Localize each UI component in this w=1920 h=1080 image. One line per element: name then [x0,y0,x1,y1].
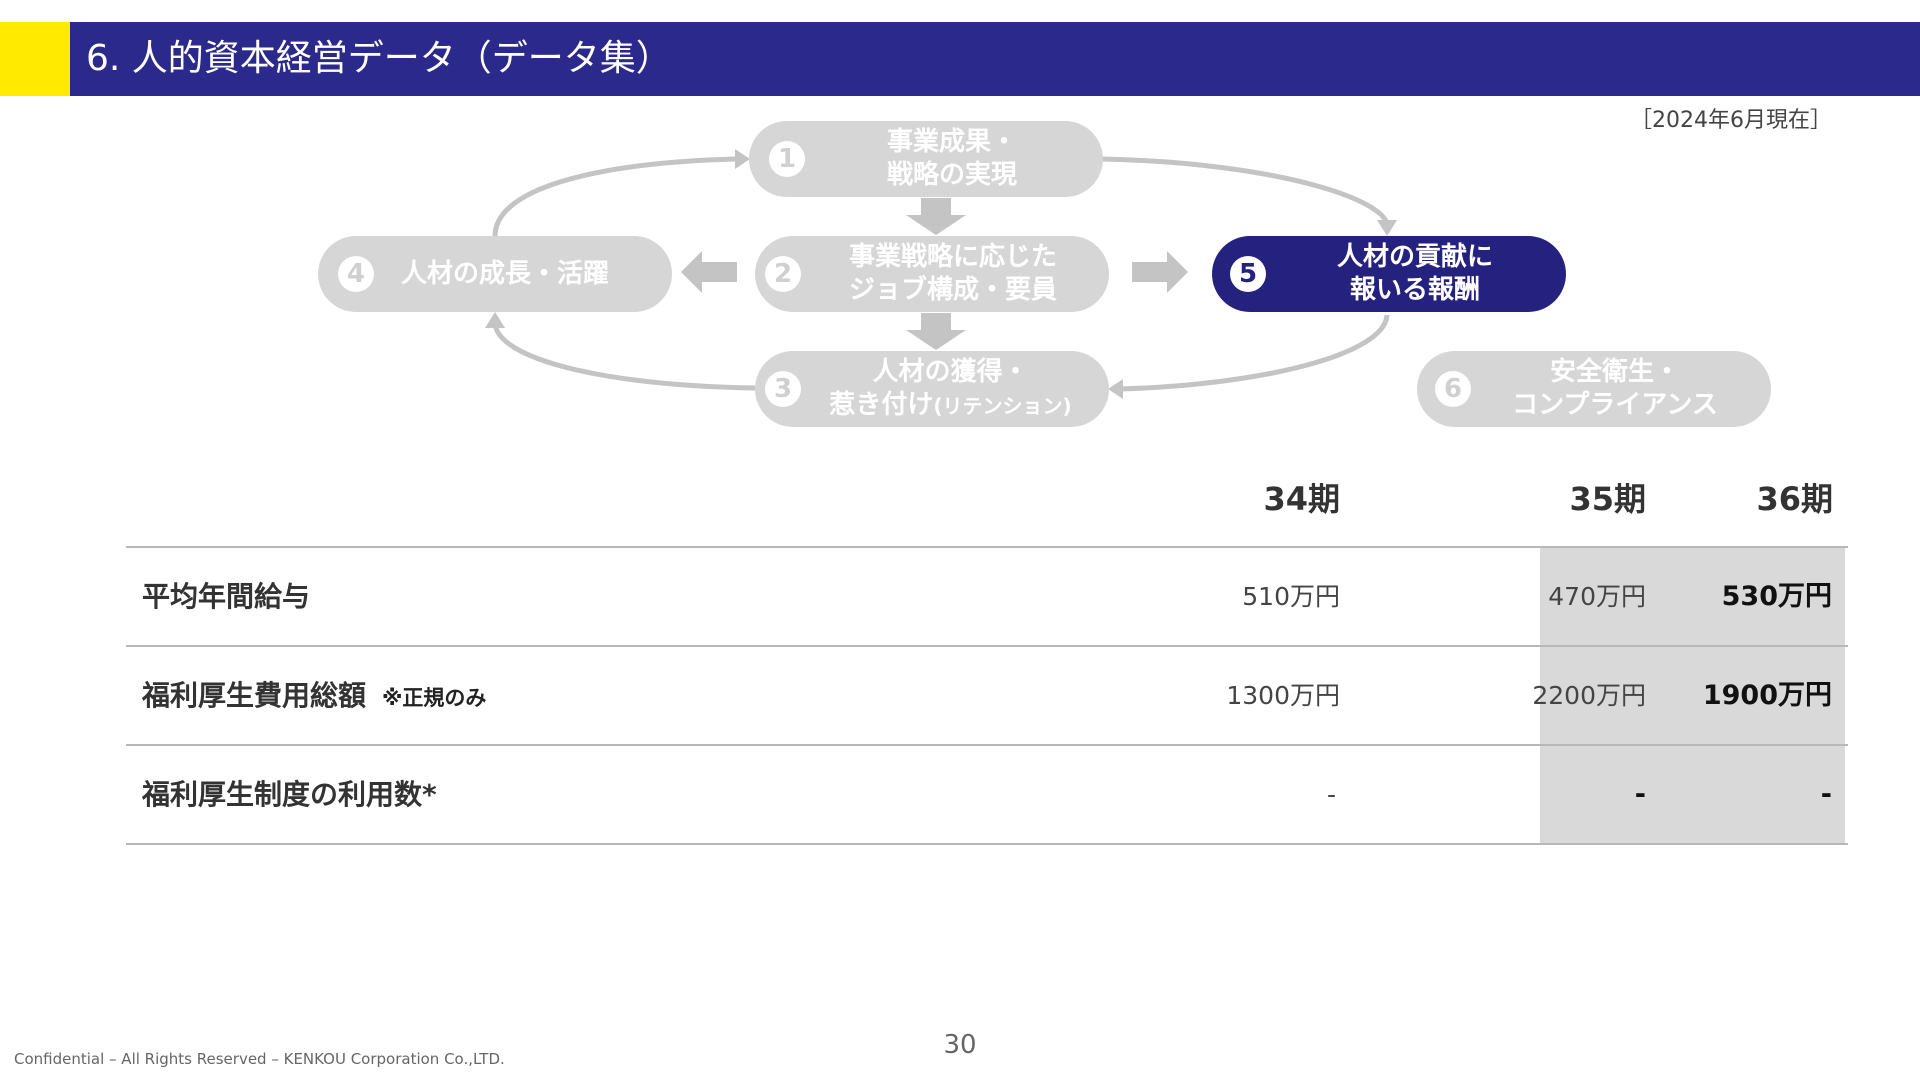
column-header-34: 34期 [1263,480,1340,518]
table-row: 福利厚生費用総額※正規のみ 1300万円 2200万円 1900万円 [126,647,1848,745]
header-bar [70,22,1920,96]
node-label: 事業戦略に応じた ジョブ構成・要員 [848,242,1057,305]
arrow-4-to-1 [492,156,736,237]
highlight-column-36 [1540,547,1845,843]
cell-value: - [1634,779,1646,810]
arrowhead-into-3 [1108,379,1123,399]
table-divider [126,744,1848,746]
cell-value: 470万円 [1548,582,1646,611]
node-label: 人材の獲得・ 惹き付け(リテンション) [829,356,1072,420]
cell-value: 2200万円 [1532,681,1646,710]
node-number-icon: 5 [1230,256,1266,292]
page-number: 30 [943,1030,977,1060]
node-label: 事業成果・ 戦略の実現 [886,127,1017,190]
copyright-notice: Confidential – All Rights Reserved – KEN… [14,1050,505,1068]
node-safety-compliance: 6 安全衛生・ コンプライアンス [1417,351,1771,427]
arrowhead-into-5 [1377,220,1397,236]
table-divider [126,645,1848,647]
column-header-36: 36期 [1756,480,1833,518]
as-of-date: ［2024年6月現在］ [1630,108,1832,133]
header-accent [0,22,70,96]
node-talent-growth: 4 人材の成長・活躍 [318,236,672,312]
table-divider [126,546,1848,548]
data-table-header: 34期 35期 36期 [126,460,1848,548]
node-talent-acquisition: 3 人材の獲得・ 惹き付け(リテンション) [755,351,1109,427]
arrow-5-to-3 [1119,314,1390,392]
cell-value: 1900万円 [1702,680,1832,711]
node-number-icon: 6 [1435,371,1471,407]
arrow-2-to-3 [906,313,966,350]
table-row: 福利厚生制度の利用数* - - - [126,746,1848,844]
row-label: 福利厚生制度の利用数* [142,778,437,811]
arrowhead-into-4 [485,312,505,328]
cell-value: - [1820,779,1832,810]
node-label: 安全衛生・ コンプライアンス [1512,357,1718,420]
cell-value: - [1326,780,1336,809]
node-number-icon: 4 [338,256,374,292]
cell-value: 1300万円 [1226,681,1340,710]
row-label: 平均年間給与 [142,580,311,613]
node-business-results: 1 事業成果・ 戦略の実現 [749,121,1103,197]
table-divider [126,843,1848,845]
node-compensation: 5 人材の貢献に 報いる報酬 [1212,236,1566,312]
column-header-35: 35期 [1569,480,1646,518]
node-number-icon: 1 [769,141,805,177]
page-title: 6. 人的資本経営データ（データ集） [86,38,672,79]
node-number-icon: 2 [765,256,801,292]
arrow-1-to-2 [906,198,966,235]
node-job-structure: 2 事業戦略に応じた ジョブ構成・要員 [755,236,1109,312]
row-label: 福利厚生費用総額※正規のみ [142,679,487,712]
row-note: ※正規のみ [382,686,487,710]
cell-value: 510万円 [1242,582,1340,611]
arrow-3-to-4 [492,321,756,391]
arrowhead-into-1 [735,149,750,169]
node-label: 人材の貢献に 報いる報酬 [1336,242,1493,305]
arrow-1-to-5 [1101,156,1390,226]
node-number-icon: 3 [765,371,801,407]
table-row: 平均年間給与 510万円 470万円 530万円 [126,548,1848,646]
cell-value: 530万円 [1721,581,1832,612]
arrow-2-to-4 [681,251,737,293]
node-label: 人材の成長・活躍 [400,258,609,289]
arrow-2-to-5 [1132,251,1188,293]
table-header-row: 34期 35期 36期 [126,460,1848,548]
